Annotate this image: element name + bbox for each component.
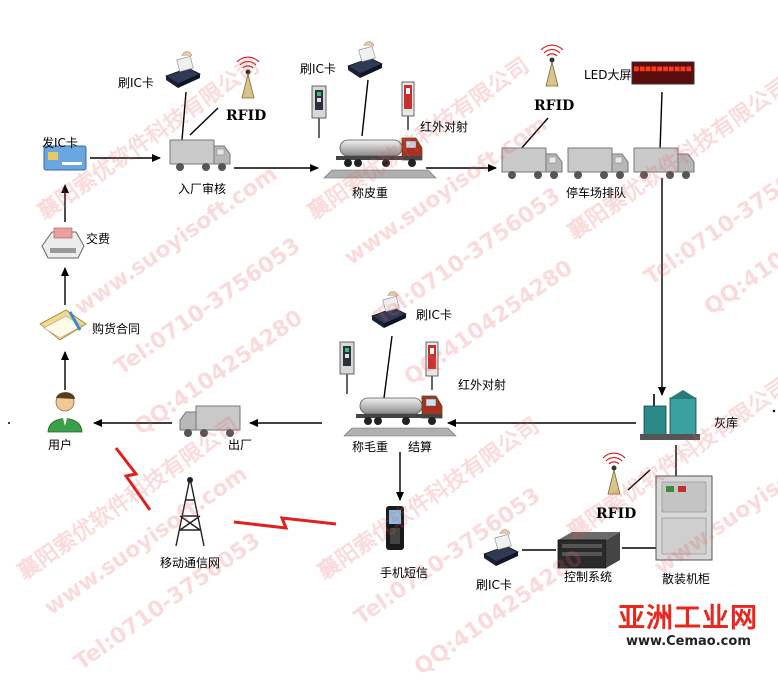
label-settle: 结算 (408, 440, 433, 454)
label-rfid-2: RFID (534, 98, 575, 114)
mobile-phone-icon (386, 506, 404, 550)
ic-reader-icon (483, 529, 519, 567)
infrared-sensor-icon (339, 341, 355, 395)
label-exit: 出厂 (228, 438, 253, 452)
label-mobile-net: 移动通信网 (160, 556, 221, 570)
label-entry-check: 入厂审核 (178, 182, 227, 196)
label-infrared-1: 红外对射 (420, 120, 469, 134)
label-infrared-2: 红外对射 (458, 378, 507, 392)
truck-icon (633, 147, 695, 179)
label-swipe-ic-4: 刷IC卡 (476, 578, 512, 592)
label-gross-weigh: 称毛重 (352, 440, 389, 454)
tanker-truck-icon (343, 395, 457, 437)
exit-truck-icon (179, 405, 241, 437)
dot-marker (8, 422, 10, 424)
ic-reader-icon (165, 51, 201, 89)
truck-icon (169, 139, 231, 172)
infrared-sensor-icon (311, 85, 327, 139)
label-rfid-1: RFID (226, 108, 267, 124)
logo-url: www.Cemao.com (626, 634, 751, 649)
rfid-antenna-icon (540, 44, 564, 87)
cell-tower-icon (175, 477, 205, 547)
label-bulk-cabinet: 散装机柜 (662, 572, 711, 586)
label-swipe-ic-3: 刷IC卡 (416, 308, 452, 322)
label-contract: 购货合同 (92, 322, 141, 336)
dot-marker (772, 409, 776, 413)
signal-bolt-icon (233, 516, 337, 530)
label-ash-silo: 灰库 (714, 416, 739, 430)
ash-silo-icon (640, 390, 700, 440)
tanker-truck-icon (323, 137, 437, 179)
label-tare-weigh: 称皮重 (352, 186, 389, 200)
label-swipe-ic-1: 刷IC卡 (118, 76, 154, 90)
rfid-antenna-icon (236, 56, 260, 99)
logo-text: 亚洲工业网 (618, 603, 758, 634)
truck-icon (567, 147, 629, 180)
contract-icon (39, 309, 87, 341)
ic-reader-icon (347, 41, 383, 79)
label-swipe-ic-2: 刷IC卡 (300, 62, 336, 76)
truck-icon (501, 147, 563, 180)
infrared-sensor-icon (425, 341, 439, 391)
label-led-screen: LED大屏 (584, 68, 632, 82)
cash-counter-icon (41, 227, 85, 259)
label-parking-queue: 停车场排队 (566, 186, 627, 200)
signal-bolt-icon (114, 447, 152, 511)
ic-reader-icon (371, 291, 407, 329)
infrared-sensor-icon (401, 81, 415, 131)
label-user: 用户 (48, 438, 73, 452)
led-screen-text: ■■■■■■■■■■■■■■■■■■■■■■■■ (634, 64, 692, 82)
label-issue-ic: 发IC卡 (42, 136, 78, 150)
label-control-system: 控制系统 (564, 570, 613, 584)
control-system-icon (557, 532, 620, 569)
label-rfid-3: RFID (596, 506, 637, 522)
label-sms: 手机短信 (380, 566, 429, 580)
ic-card-icon (43, 145, 87, 171)
rfid-antenna-icon (602, 452, 626, 495)
user-icon (47, 392, 83, 433)
bulk-cabinet-icon (655, 475, 713, 561)
flow-arrows (61, 79, 677, 551)
label-pay: 交费 (86, 232, 111, 246)
